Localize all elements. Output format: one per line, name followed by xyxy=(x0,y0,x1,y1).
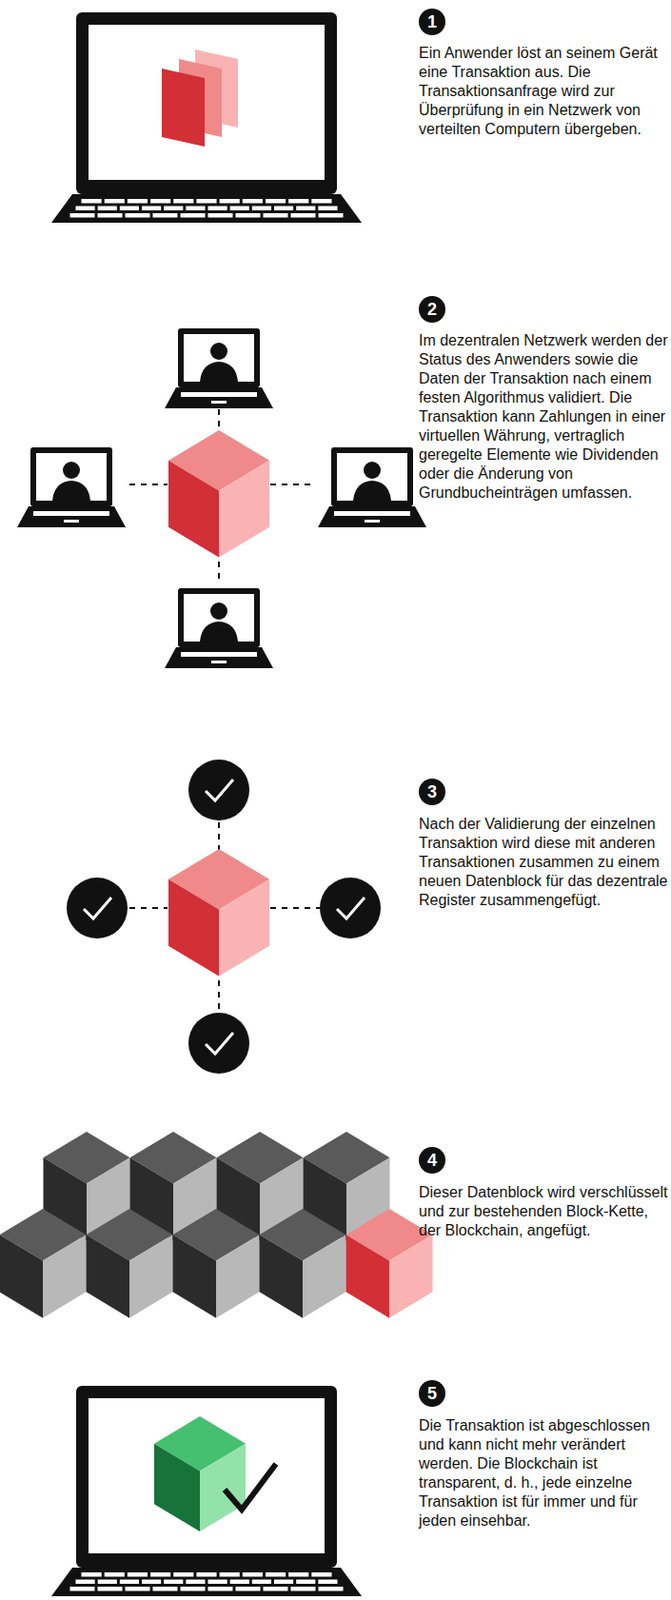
step-number-circle: 4 xyxy=(418,1146,446,1174)
step-number-circle: 1 xyxy=(418,8,446,36)
step-description: Ein Anwender löst an seinem Gerät eine T… xyxy=(418,43,669,139)
peer-network xyxy=(17,328,427,669)
step-number-circle: 2 xyxy=(418,296,446,323)
blockchain-stack xyxy=(0,1131,434,1319)
step-description: Die Transaktion ist abgeschlossen und ka… xyxy=(418,1416,669,1531)
step-number-circle: 3 xyxy=(418,778,446,806)
laptop-sending xyxy=(51,12,362,223)
step-number-circle: 5 xyxy=(418,1380,446,1407)
validated-block xyxy=(66,759,381,1074)
step-description: Nach der Validierung der einzelnen Trans… xyxy=(418,814,669,910)
step-description: Dieser Datenblock wird verschlüsselt und… xyxy=(418,1183,669,1241)
step-number: 5 xyxy=(427,1384,437,1402)
step-description: Im dezentralen Netzwerk werden der Statu… xyxy=(418,331,669,503)
step-number: 4 xyxy=(427,1151,437,1169)
step-number: 3 xyxy=(427,783,437,801)
laptop-confirmed xyxy=(51,1385,362,1597)
step-number: 2 xyxy=(427,300,437,318)
step-number: 1 xyxy=(427,13,437,31)
